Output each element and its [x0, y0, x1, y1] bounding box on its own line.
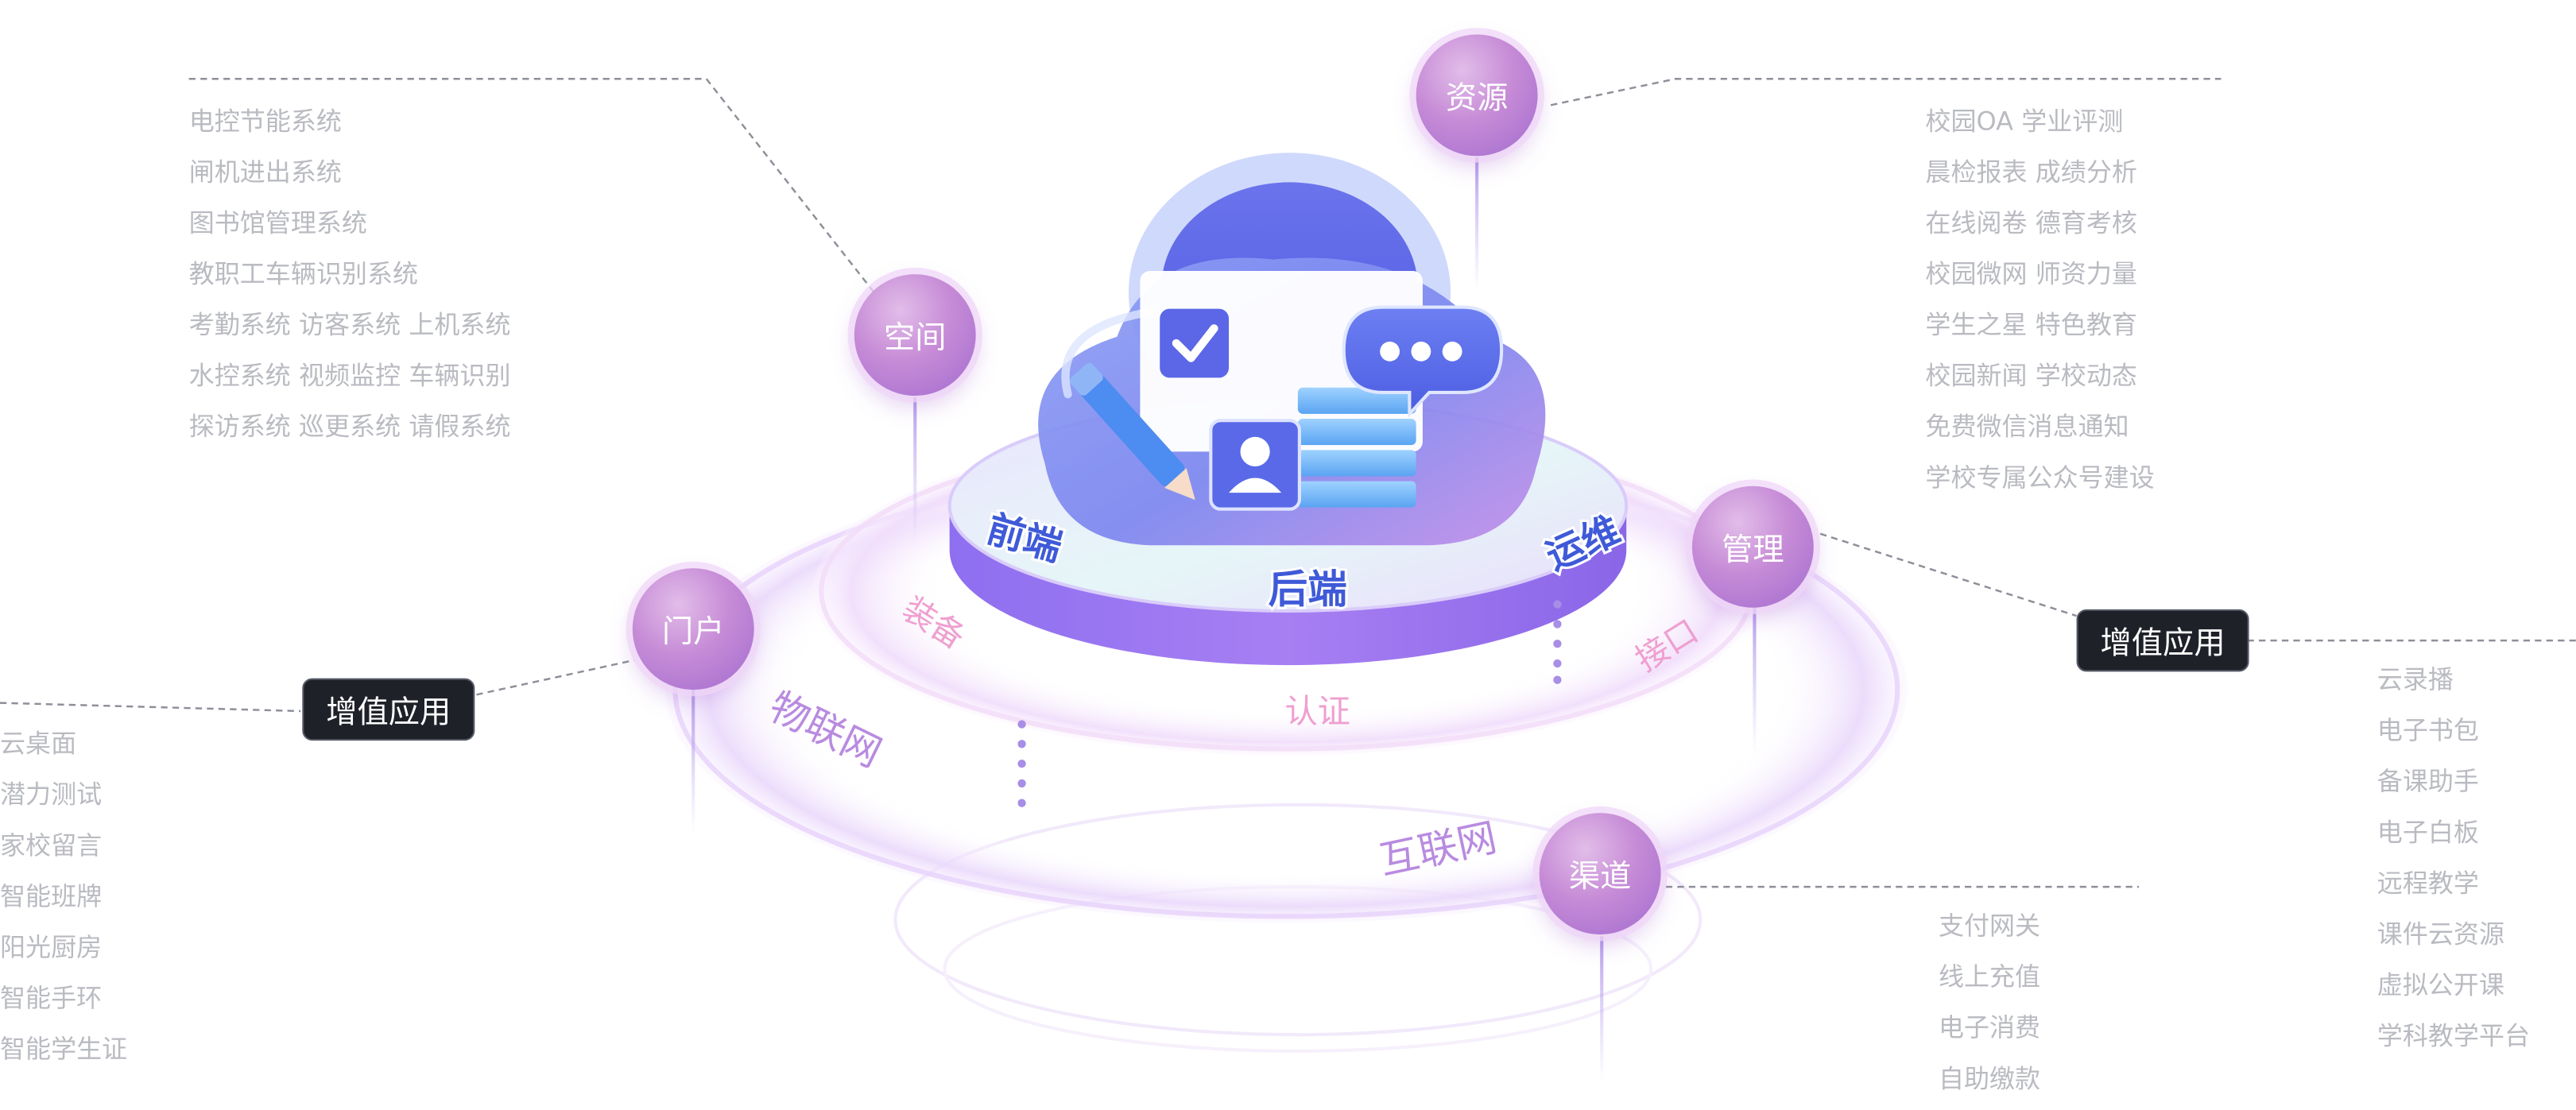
- list-item: 支付网关: [1938, 911, 2041, 942]
- node-channel[interactable]: 渠道: [1539, 813, 1661, 935]
- list-item: 在线阅卷 德育考核: [1925, 208, 2137, 238]
- list-item: 云桌面: [0, 729, 77, 759]
- node-manage[interactable]: 管理: [1691, 485, 1814, 608]
- check-mark: [1172, 324, 1218, 362]
- user-body: [1229, 478, 1282, 493]
- list-item: 电控节能系统: [188, 106, 342, 137]
- node-stem: [913, 397, 917, 543]
- ring-label-auth: 认证: [1284, 692, 1350, 730]
- stack-icon: [1297, 387, 1416, 508]
- value-add-tag-right[interactable]: 增值应用: [2076, 609, 2249, 672]
- list-item: 线上充值: [1938, 962, 2041, 992]
- list-item: 水控系统 视频监控 车辆识别: [188, 361, 511, 391]
- ring-label-api: 接口: [1629, 612, 1705, 679]
- list-item: 学校专属公众号建设: [1925, 462, 2155, 493]
- list-item: 学生之星 特色教育: [1925, 310, 2137, 340]
- platform-back-label: 后端: [1269, 567, 1347, 613]
- list-item: 闸机进出系统: [188, 157, 342, 188]
- platform-front-label: 前端: [982, 507, 1067, 570]
- list-item: 智能手环: [0, 984, 103, 1014]
- list-item: 电子消费: [1938, 1013, 2041, 1043]
- platform-ops-label: 运维: [1540, 509, 1626, 579]
- list-item: 校园OA 学业评测: [1925, 106, 2124, 137]
- ring-label-equipment: 装备: [896, 590, 972, 657]
- list-item: 家校留言: [0, 830, 103, 861]
- list-item: 课件云资源: [2377, 919, 2505, 949]
- chat-dot: [1411, 341, 1431, 362]
- list-item: 阳光厨房: [0, 932, 103, 963]
- list-item: 校园新闻 学校动态: [1925, 361, 2137, 391]
- chat-dot: [1442, 341, 1462, 362]
- list-item: 考勤系统 访客系统 上机系统: [188, 310, 511, 340]
- portal-list: 云桌面 潜力测试 家校留言 智能班牌 阳光厨房 智能手环 智能学生证: [0, 725, 127, 1081]
- list-item: 探访系统 巡更系统 请假系统: [188, 412, 511, 442]
- cloud-glass-rim: [1061, 307, 1154, 399]
- ring-label-internet: 互联网: [1375, 814, 1501, 884]
- node-space[interactable]: 空间: [854, 274, 976, 396]
- space-system-list: 电控节能系统 闸机进出系统 图书馆管理系统 教职工车辆识别系统 考勤系统 访客系…: [189, 102, 511, 458]
- pencil-icon: [1069, 362, 1195, 501]
- node-resource[interactable]: 资源: [1416, 34, 1538, 157]
- manage-list: 云录播 电子书包 备课助手 电子白板 远程教学 课件云资源 虚拟公开课 学科教学…: [2377, 660, 2530, 1068]
- node-stem: [1600, 936, 1604, 1085]
- ring-label-iot: 物联网: [762, 683, 889, 776]
- list-item: 校园微网 师资力量: [1925, 259, 2137, 289]
- list-item: 电子书包: [2377, 716, 2479, 746]
- list-item: 备课助手: [2377, 767, 2479, 797]
- list-item: 晨检报表 成绩分析: [1925, 157, 2137, 188]
- list-item: 远程教学: [2377, 868, 2479, 899]
- resource-list: 校园OA 学业评测 晨检报表 成绩分析 在线阅卷 德育考核 校园微网 师资力量 …: [1925, 102, 2154, 509]
- list-item: 虚拟公开课: [2377, 970, 2505, 1000]
- node-stem: [691, 690, 695, 834]
- list-item: 教职工车辆识别系统: [188, 259, 419, 289]
- list-item: 云录播: [2377, 665, 2454, 695]
- node-stem: [1753, 607, 1757, 756]
- list-item: 智能班牌: [0, 881, 103, 912]
- channel-list: 支付网关 线上充值 电子消费 自助缴款: [1939, 907, 2040, 1110]
- node-stem: [1475, 157, 1479, 292]
- node-portal[interactable]: 门户: [632, 568, 754, 690]
- list-item: 学科教学平台: [2377, 1021, 2531, 1051]
- list-item: 智能学生证: [0, 1035, 128, 1065]
- chat-dot: [1380, 341, 1400, 362]
- list-item: 潜力测试: [0, 779, 103, 810]
- list-item: 图书馆管理系统: [188, 208, 367, 238]
- list-item: 免费微信消息通知: [1925, 412, 2129, 442]
- list-item: 自助缴款: [1938, 1064, 2041, 1094]
- list-item: 电子白板: [2377, 818, 2479, 848]
- user-head: [1240, 436, 1270, 466]
- value-add-tag-left[interactable]: 增值应用: [302, 678, 475, 741]
- ring-dots: [1017, 600, 1562, 807]
